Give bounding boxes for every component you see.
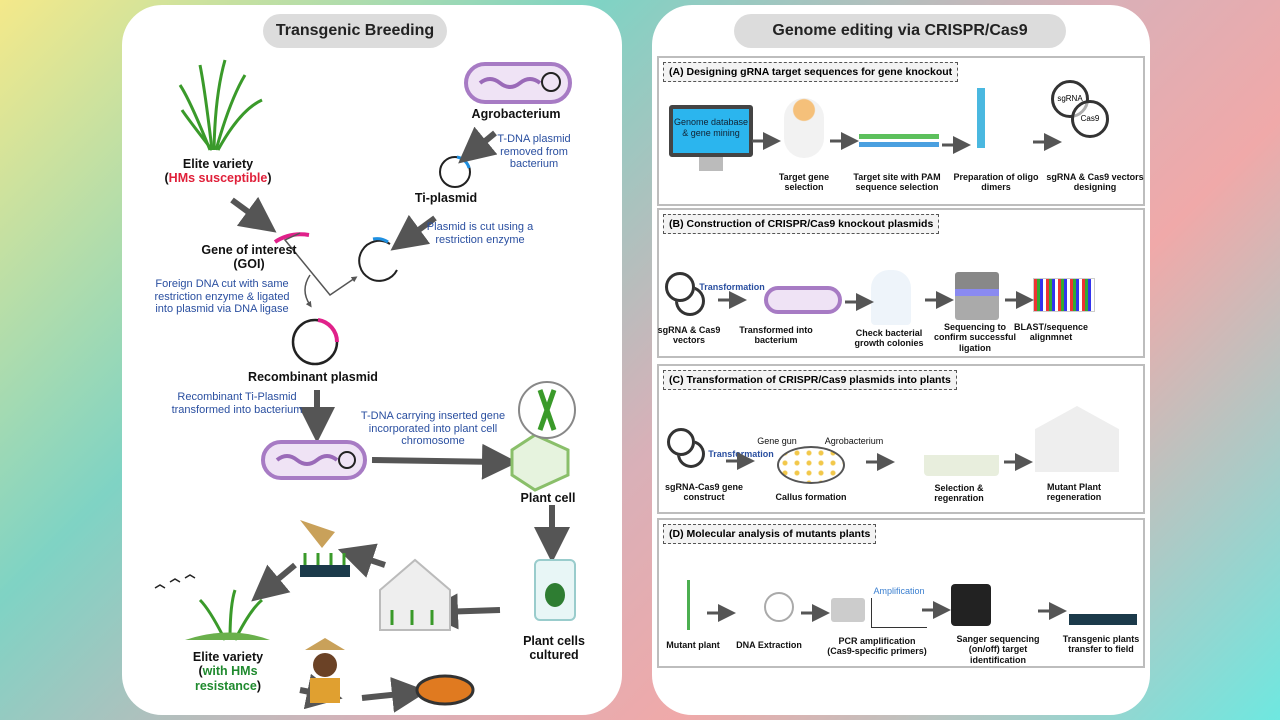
step-pcr: PCR amplification(Cas9-specific primers) (827, 636, 927, 657)
agrobacterium-label: Agrobacterium (824, 436, 884, 446)
ti-plasmid-icon (439, 156, 471, 188)
chromatogram-icon (1033, 278, 1095, 312)
transformation-label: Transformation (708, 449, 774, 459)
amplification-label: Amplification (873, 586, 925, 596)
bacterium-icon (764, 286, 842, 314)
petri-dish-icon (777, 446, 845, 484)
section-d: (D) Molecular analysis of mutants plants… (657, 518, 1145, 668)
construct-icon (667, 428, 695, 456)
monitor-icon: Genome database& gene mining (669, 105, 753, 157)
vectors-icon: sgRNA (1051, 80, 1089, 118)
step-dna-extraction: DNA Extraction (736, 640, 802, 650)
section-a-heading: (A) Designing gRNA target sequences for … (663, 62, 959, 82)
greenhouse-icon (379, 558, 451, 631)
section-b: (B) Construction of CRISPR/Cas9 knockout… (657, 208, 1145, 358)
gene-gun-label: Gene gun (757, 436, 797, 446)
crispr-title: Genome editing via CRISPR/Cas9 (734, 14, 1066, 48)
elite-variety-text: Elite variety (182, 157, 254, 171)
oligo-dimer-icon (977, 88, 985, 148)
dna-extraction-icon (764, 592, 794, 622)
amplification-curve (871, 598, 927, 628)
field-transfer-icon (1069, 570, 1137, 625)
greenhouse-icon (1035, 406, 1119, 472)
section-b-heading: (B) Construction of CRISPR/Cas9 knockout… (663, 214, 940, 234)
rice-plant-icon (178, 59, 263, 151)
section-d-heading: (D) Molecular analysis of mutants plants (663, 524, 877, 544)
section-c: (C) Transformation of CRISPR/Cas9 plasmi… (657, 364, 1145, 514)
goi-fragment-icon (273, 232, 310, 244)
transformation-label: Transformation (699, 282, 765, 292)
elite-variety-label: Elite variety(HMs susceptible) (164, 157, 272, 186)
culture-jar-icon (534, 559, 576, 621)
pcr-machine-icon (831, 598, 865, 622)
monitor-stand (699, 157, 723, 171)
sequencer-icon (955, 272, 999, 320)
step-callus: Callus formation (775, 492, 847, 502)
scientist-lab-icon (924, 406, 999, 476)
transgenic-breeding-title: Transgenic Breeding (263, 14, 447, 48)
dna-sequence-icon (859, 134, 939, 139)
scientist-icon (784, 98, 824, 158)
hms-susceptible-text: HMs susceptible (168, 171, 268, 186)
scientist-petri-icon (871, 270, 911, 325)
food-dish-icon (415, 674, 475, 706)
farmer-harvest-icon (305, 638, 345, 703)
recombinant-plasmid-label: Recombinant plasmid (248, 370, 378, 384)
recombinant-bacterium-icon (261, 440, 367, 480)
agrobacterium-icon (464, 62, 572, 104)
plant-cell-label: Plant cell (520, 491, 576, 505)
step-mutant-plant: Mutant plant (666, 640, 720, 650)
resistant-rice-icon (185, 589, 270, 641)
farmer-planting-icon (300, 520, 350, 577)
section-a: (A) Designing gRNA target sequences for … (657, 56, 1145, 206)
agrobacterium-label: Agrobacterium (471, 107, 561, 121)
vectors-icon (665, 272, 695, 302)
birds-icon (154, 574, 196, 589)
plant-cell-icon (510, 381, 576, 492)
step-selection: Selection &regenration (934, 483, 984, 504)
sanger-sequencer-icon (951, 584, 991, 626)
cut-plasmid-icon (358, 239, 398, 282)
section-c-heading: (C) Transformation of CRISPR/Cas9 plasmi… (663, 370, 957, 390)
gene-of-interest-label: Gene of interest(GOI) (201, 243, 297, 272)
ti-plasmid-label: Ti-plasmid (414, 191, 478, 205)
cas9-vector-icon: Cas9 (1071, 100, 1109, 138)
mutant-plant-icon (687, 580, 711, 630)
